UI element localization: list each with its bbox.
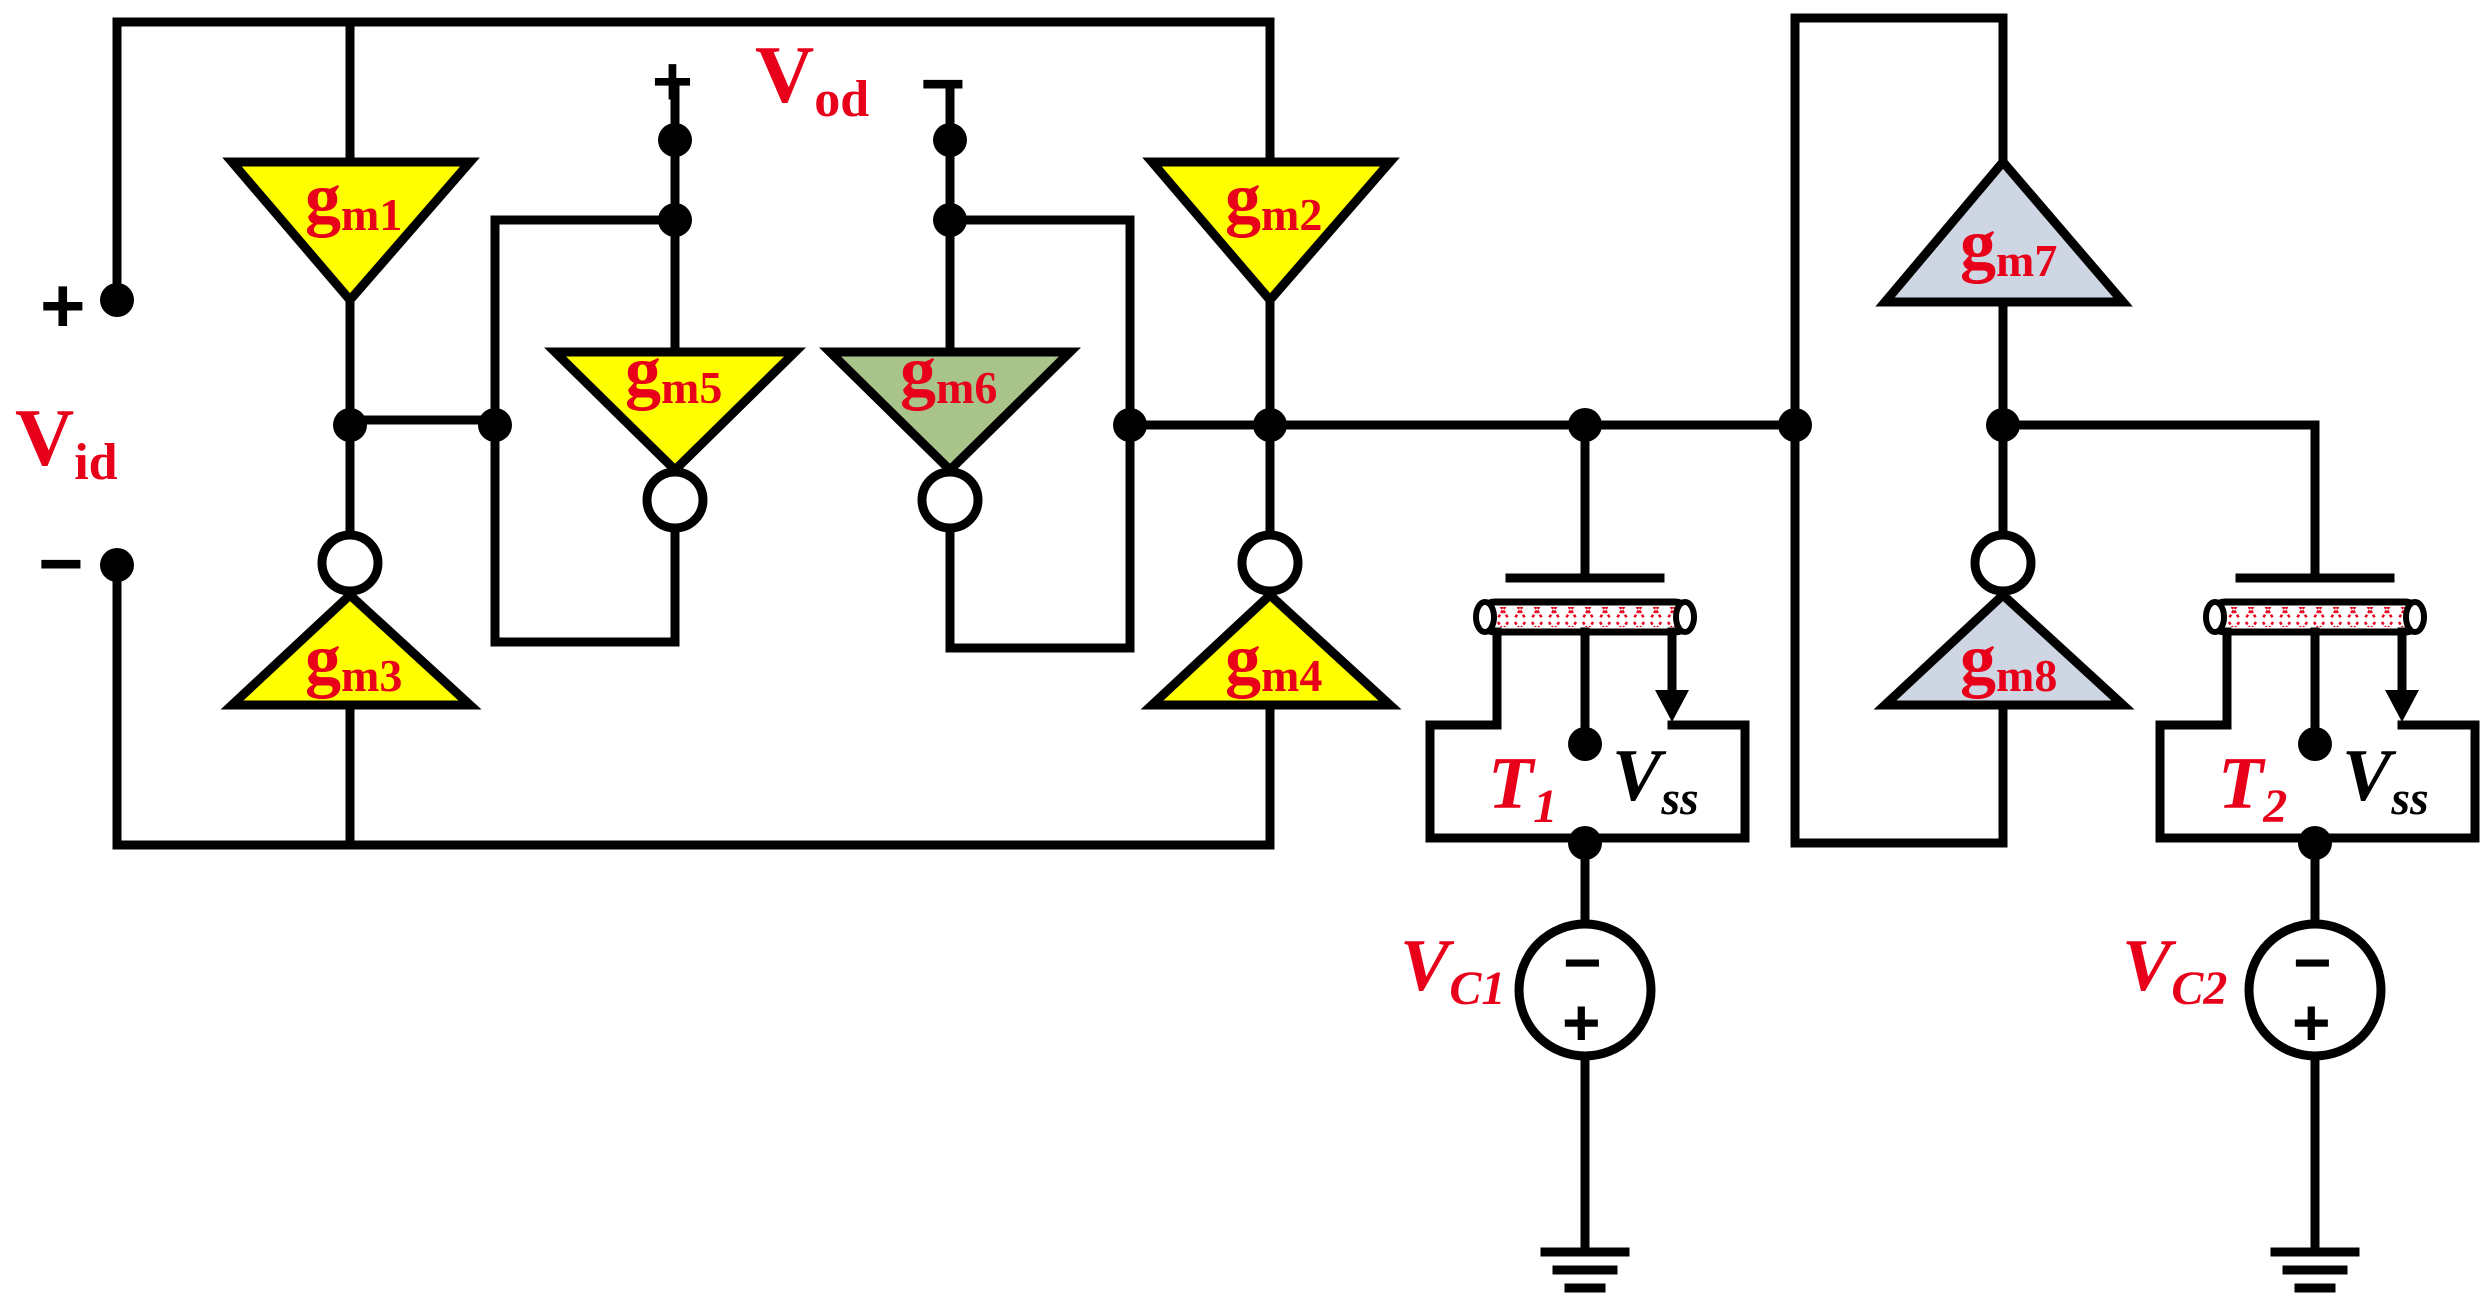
gm3-triangle [220, 588, 482, 710]
ota-gm1: gm1 [222, 157, 480, 307]
gm2-triangle [1142, 157, 1400, 307]
wiring [112, 13, 2320, 850]
t2-name-label: T2 [2218, 743, 2287, 833]
vid-label: Vid [15, 392, 118, 491]
gm6-label: gm6 [900, 331, 997, 413]
gm4-label: gm4 [1225, 619, 1322, 701]
voltage-source-vc1: − + VC1 [1400, 838, 1656, 1293]
t2-vss-label: Vss [2342, 735, 2429, 825]
ota-gm8: gm8 [1873, 530, 2135, 710]
vc1-minus-sign: − [1563, 925, 1602, 999]
gm1-label: gm1 [305, 158, 402, 240]
vc1-plus-sign: + [1562, 985, 1601, 1059]
gm5-triangle [544, 347, 806, 477]
junction-dots [100, 123, 2020, 582]
t2-arrow-icon [2385, 690, 2419, 722]
input-port: + − Vid [15, 261, 118, 607]
gm8-inverter-bubble [1970, 530, 2036, 596]
gm3-inverter-bubble [317, 530, 383, 596]
vc2-plus-sign: + [2292, 985, 2331, 1059]
ground-icon [1540, 1247, 1630, 1293]
output-plus-sign: + [652, 42, 693, 120]
ota-gm4: gm4 [1140, 530, 1402, 710]
vc2-label: VC2 [2122, 925, 2227, 1015]
gm4-triangle [1140, 588, 1402, 710]
gm8-triangle [1873, 588, 2135, 710]
ota-gm7: gm7 [1875, 155, 2133, 307]
t1-vss-label: Vss [1612, 735, 1699, 825]
gm6-inverter-bubble [917, 467, 983, 533]
transistor-t1: T1 Vss [1425, 573, 1750, 860]
t1-arrow-icon [1655, 690, 1689, 722]
gm1-triangle [222, 157, 480, 307]
output-port: + − Vod [652, 29, 966, 145]
vc2-minus-sign: − [2293, 925, 2332, 999]
gm5-label: gm5 [625, 331, 722, 413]
gm3-label: gm3 [305, 619, 402, 701]
ota-gm2: gm2 [1142, 157, 1400, 307]
gm5-inverter-bubble [642, 467, 708, 533]
gm6-triangle [819, 347, 1081, 477]
gm7-label: gm7 [1960, 204, 2057, 286]
t1-name-label: T1 [1488, 743, 1557, 833]
ota-gm6: gm6 [819, 331, 1081, 533]
gm2-label: gm2 [1225, 158, 1322, 240]
ground-icon [2270, 1247, 2360, 1293]
voltage-source-vc2: − + VC2 [2122, 838, 2386, 1293]
ota-gm5: gm5 [544, 331, 806, 533]
transistor-t2: T2 Vss [2155, 573, 2480, 860]
input-plus-sign: + [40, 261, 86, 349]
input-minus-sign: − [38, 519, 84, 607]
gm7-triangle [1875, 155, 2133, 307]
output-minus-sign: − [920, 39, 966, 127]
gm8-label: gm8 [1960, 619, 2057, 701]
ota-gm3: gm3 [220, 530, 482, 710]
vc1-label: VC1 [1400, 925, 1505, 1015]
gm4-inverter-bubble [1237, 530, 1303, 596]
vod-label: Vod [755, 29, 869, 128]
